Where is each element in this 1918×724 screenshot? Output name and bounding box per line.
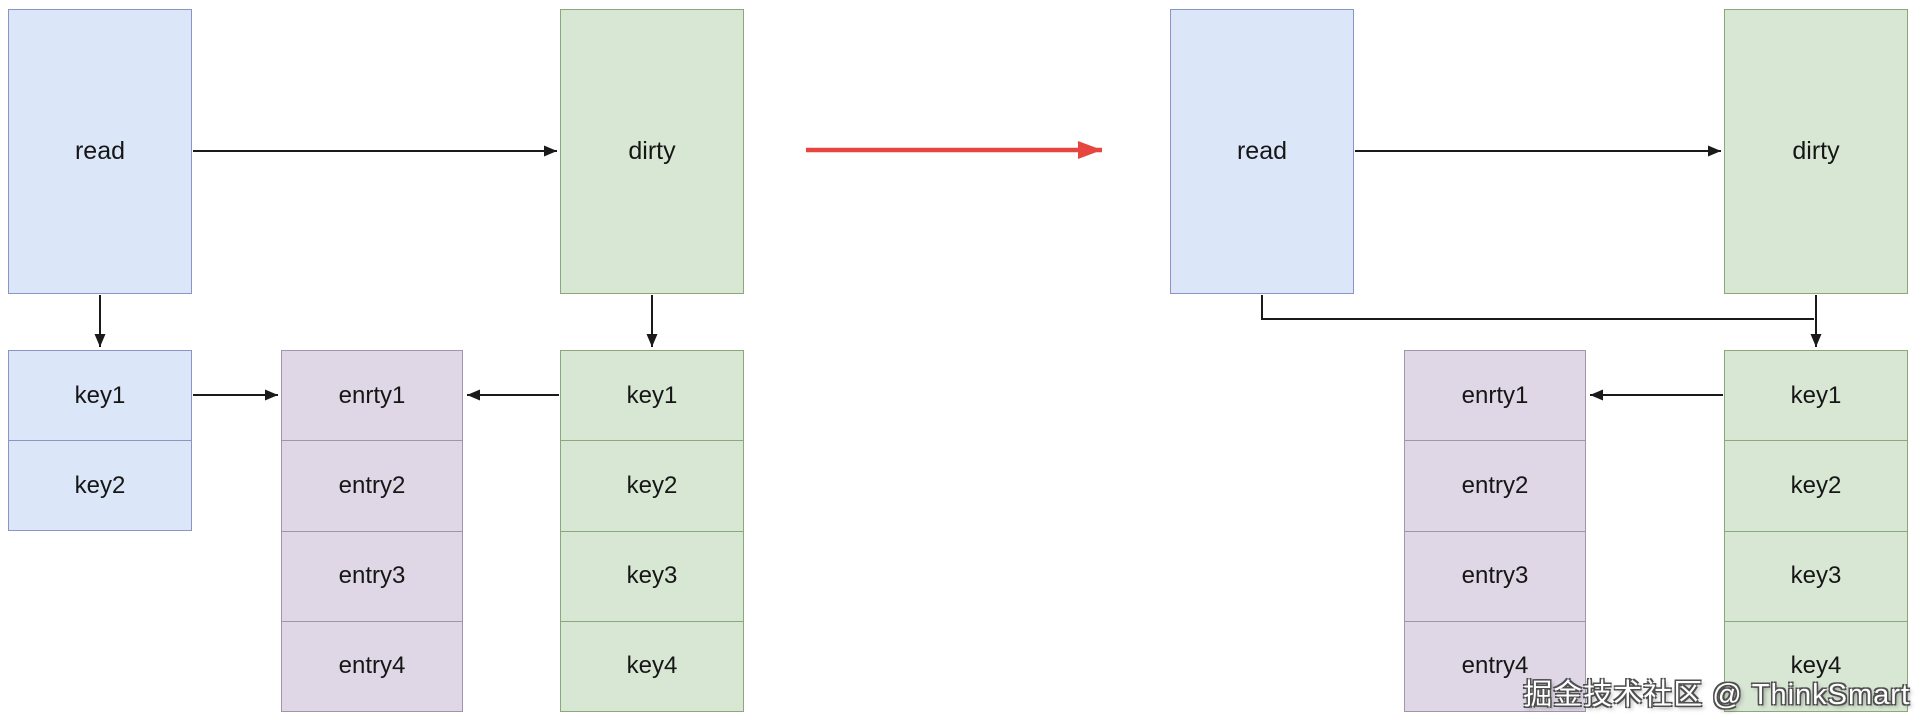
left-entry3-cell: entry3: [282, 530, 462, 621]
right-entries-stack: enrty1 entry2 entry3 entry4: [1404, 350, 1586, 712]
right-dirty-label: dirty: [1792, 137, 1840, 165]
right-entry4-cell: entry4: [1405, 620, 1585, 711]
right-dirty-key1-cell: key1: [1790, 381, 1842, 409]
right-entry3-cell: entry3: [1405, 530, 1585, 621]
watermark: 掘金技术社区 @ ThinkSmart: [1523, 679, 1910, 711]
right-read-label: read: [1236, 137, 1288, 165]
right-entry1-cell: enrty1: [1461, 381, 1529, 409]
left-read-map-node: read: [8, 9, 192, 294]
left-dirty-key2-cell: key2: [561, 440, 743, 530]
left-read-keys-stack: key1 key2: [8, 350, 192, 531]
right-dirty-key4-cell: key4: [1725, 620, 1907, 711]
left-dirty-key4-cell: key4: [561, 620, 743, 711]
left-entry1-cell: enrty1: [338, 381, 406, 409]
left-entry2-cell: entry2: [282, 440, 462, 530]
right-entry2-cell: entry2: [1405, 440, 1585, 530]
right-dirty-map-node: dirty: [1724, 9, 1908, 294]
left-dirty-map-node: dirty: [560, 9, 744, 294]
left-dirty-label: dirty: [628, 137, 676, 165]
left-entries-stack: enrty1 entry2 entry3 entry4: [281, 350, 463, 712]
left-dirty-key1-cell: key1: [626, 381, 678, 409]
left-read-key1-cell: key1: [74, 381, 126, 409]
right-dirty-key3-cell: key3: [1725, 530, 1907, 621]
left-dirty-key3-cell: key3: [561, 530, 743, 621]
right-dirty-keys-stack: key1 key2 key3 key4: [1724, 350, 1908, 712]
left-dirty-keys-stack: key1 key2 key3 key4: [560, 350, 744, 712]
right-dirty-key2-cell: key2: [1725, 440, 1907, 530]
left-entry4-cell: entry4: [282, 620, 462, 711]
elbow-right-read-to-dirtykeys: [1261, 295, 1814, 320]
right-read-map-node: read: [1170, 9, 1354, 294]
left-read-key2-cell: key2: [9, 440, 191, 530]
left-read-label: read: [74, 137, 126, 165]
